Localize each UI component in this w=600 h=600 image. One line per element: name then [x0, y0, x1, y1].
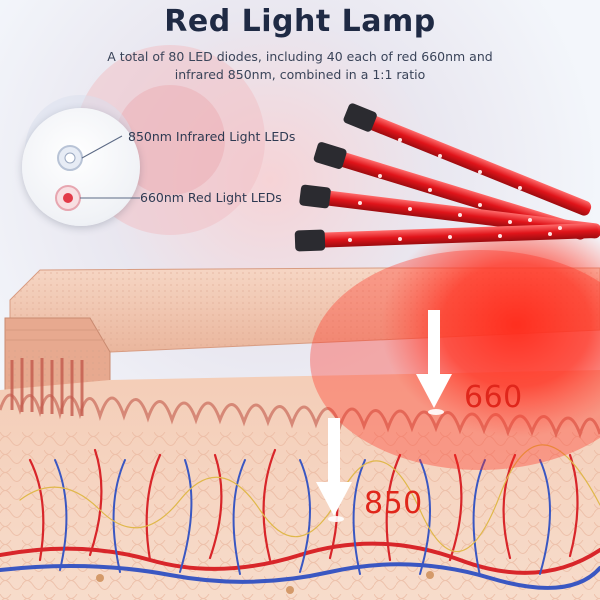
red-light-beam — [300, 220, 600, 470]
infrared-led-label: 850nm Infrared Light LEDs — [128, 129, 296, 144]
page-subtitle: A total of 80 LED diodes, including 40 e… — [107, 49, 493, 82]
infrared-led-icon — [57, 145, 83, 171]
led-strip-icon — [294, 103, 600, 252]
red-led-icon — [55, 185, 81, 211]
led-legend — [22, 108, 140, 226]
depth-label-850: 850 — [364, 486, 423, 521]
down-arrow-icon — [316, 418, 352, 522]
depth-label-660: 660 — [464, 380, 523, 415]
down-arrow-icon — [416, 310, 452, 415]
red-led-label: 660nm Red Light LEDs — [140, 190, 282, 205]
page-title: Red Light Lamp — [164, 4, 436, 39]
